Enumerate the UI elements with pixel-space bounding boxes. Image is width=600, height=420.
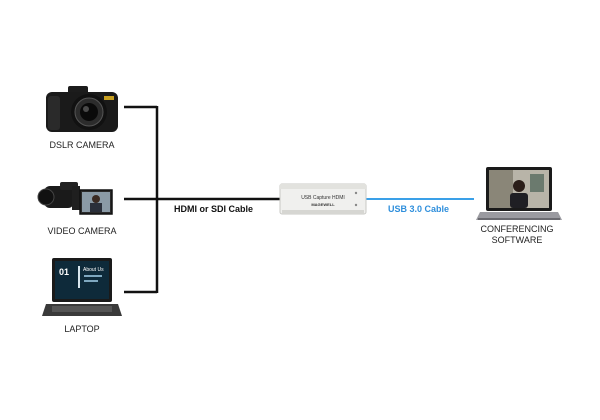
video-camera-icon xyxy=(37,182,113,215)
laptop-icon xyxy=(42,258,122,316)
capture-device-brand: MAGEWELL xyxy=(311,202,335,207)
hdmi-cable-label: HDMI or SDI Cable xyxy=(174,204,254,214)
usb-cable-label: USB 3.0 Cable xyxy=(388,204,450,214)
dslr-camera-icon xyxy=(46,86,118,132)
destination-label: CONFERENCING SOFTWARE xyxy=(462,224,572,246)
usb-capture-device-icon xyxy=(279,183,367,215)
source-label-dslr: DSLR CAMERA xyxy=(49,140,115,150)
laptop-screen-number: 01 xyxy=(59,267,69,277)
hdmi-connectors xyxy=(124,105,280,294)
source-label-video: VIDEO CAMERA xyxy=(47,226,117,236)
source-label-laptop: LAPTOP xyxy=(64,324,100,334)
capture-device-label: USB Capture HDMI xyxy=(301,195,345,201)
destination-label-line1: CONFERENCING xyxy=(480,224,554,234)
destination-label-line2: SOFTWARE xyxy=(491,235,543,245)
conferencing-laptop-icon xyxy=(476,167,562,220)
laptop-screen-heading: About Us xyxy=(83,267,104,273)
